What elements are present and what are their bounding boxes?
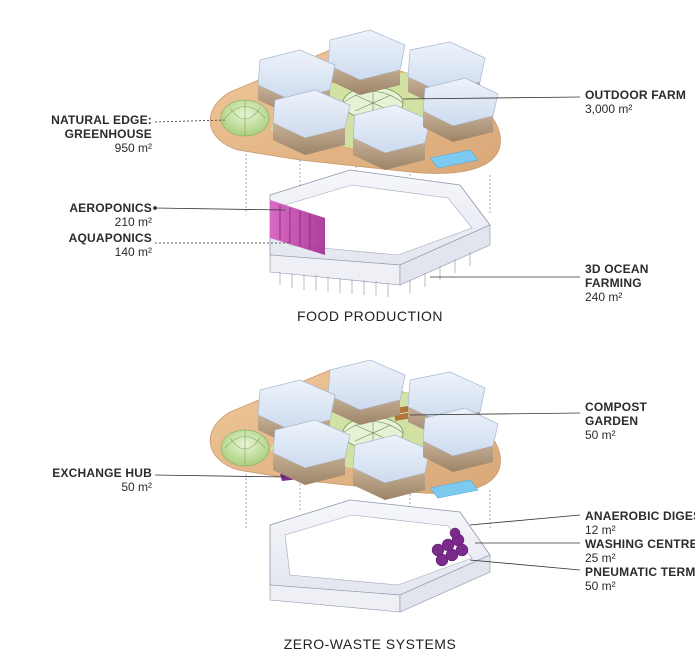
label-name: FARMING [585,276,642,290]
zero-waste-diagram [154,359,581,613]
hex-towers [257,359,499,500]
label-exchange-hub: EXCHANGE HUB 50 m² [40,466,152,494]
label-name: EXCHANGE HUB [52,466,152,480]
label-area: 50 m² [585,579,616,593]
label-area: 240 m² [585,290,623,304]
label-name: AEROPONICS [69,201,152,215]
label-pneumatic-terminal: PNEUMATIC TERMINAL 50 m² [585,565,695,593]
hex-towers [257,29,499,170]
label-area: 12 m² [585,523,616,537]
label-name: GREENHOUSE [64,127,152,141]
digestor-tanks [431,527,469,567]
label-name: NATURAL EDGE: [51,113,152,127]
label-3d-ocean-farming: 3D OCEAN FARMING 240 m² [585,262,649,304]
label-name: 3D OCEAN [585,262,649,276]
label-aquaponics: AQUAPONICS 140 m² [40,231,152,259]
label-area: 25 m² [585,551,616,565]
label-name: ANAEROBIC DIGESTOR [585,509,695,523]
label-washing-centre: WASHING CENTRE 25 m² [585,537,695,565]
label-name: OUTDOOR FARM [585,88,687,102]
label-name: GARDEN [585,414,639,428]
label-area: 210 m² [114,215,152,229]
label-anaerobic-digestor: ANAEROBIC DIGESTOR 12 m² [585,509,695,537]
label-name: COMPOST [585,400,648,414]
label-natural-edge-greenhouse: NATURAL EDGE: GREENHOUSE 950 m² [40,113,152,155]
food-production-diagram [153,29,581,297]
label-name: PNEUMATIC TERMINAL [585,565,695,579]
label-outdoor-farm: OUTDOOR FARM 3,000 m² [585,88,686,116]
label-area: 3,000 m² [585,102,633,116]
greenhouse-dome [220,99,270,137]
caption-food-production: FOOD PRODUCTION [297,308,443,324]
label-area: 950 m² [114,141,152,155]
aeroponics-wall [270,200,325,255]
label-compost-garden: COMPOST GARDEN 50 m² [585,400,647,442]
pool [429,479,479,499]
food-base-structure [269,169,491,297]
label-area: 50 m² [585,428,616,442]
greenhouse-dome [220,429,270,467]
zero-waste-base-structure [269,499,491,613]
label-name: WASHING CENTRE [585,537,695,551]
label-area: 140 m² [114,245,152,259]
label-name: AQUAPONICS [68,231,152,245]
pool [429,149,479,169]
label-area: 50 m² [121,480,152,494]
label-aeroponics: AEROPONICS 210 m² [40,201,152,229]
caption-zero-waste-systems: ZERO-WASTE SYSTEMS [283,636,457,652]
